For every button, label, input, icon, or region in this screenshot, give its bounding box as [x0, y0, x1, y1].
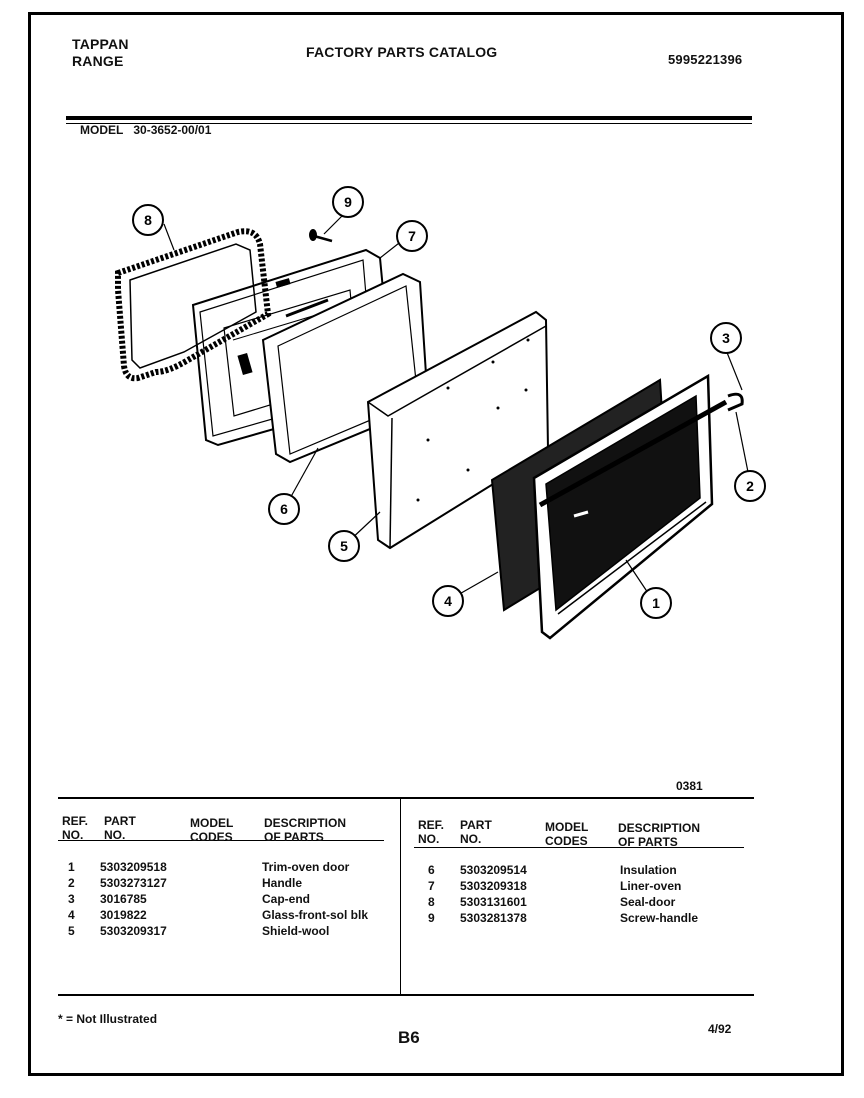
part-description: Trim-oven door: [262, 860, 350, 874]
part-no: 5303209318: [460, 879, 527, 893]
header-rule: [66, 116, 752, 120]
part-seal-door: [115, 228, 272, 382]
part-no: 5303209514: [460, 863, 527, 877]
part-no: 5303281378: [460, 911, 527, 925]
svg-text:1: 1: [652, 595, 660, 611]
callout-9: 9: [332, 186, 364, 218]
callout-8: 8: [132, 204, 164, 236]
part-trim-oven-door: [532, 373, 714, 640]
table-bottom-rule: [58, 994, 754, 996]
svg-text:8: 8: [144, 212, 152, 228]
part-description: Cap-end: [262, 892, 310, 906]
callout-6: 6: [268, 493, 300, 525]
part-handle: [538, 392, 744, 508]
part-description: Handle: [262, 876, 303, 890]
ref-no: 9: [428, 911, 435, 925]
part-description: Insulation: [620, 863, 677, 877]
ref-no: 3: [68, 892, 75, 906]
brand-block: TAPPAN RANGE: [72, 36, 129, 70]
part-no: 5303209518: [100, 860, 167, 874]
callout-1: 1: [640, 587, 672, 619]
col-header-ref-left: REF.NO.: [62, 814, 89, 842]
part-description: Shield-wool: [262, 924, 330, 938]
svg-text:6: 6: [280, 501, 288, 517]
ref-no: 4: [68, 908, 75, 922]
page-number: B6: [398, 1028, 420, 1047]
ref-no: 1: [68, 860, 75, 874]
ref-no: 6: [428, 863, 435, 877]
callout-3: 3: [710, 322, 742, 354]
part-no: 5303131601: [460, 895, 527, 909]
model-line: MODEL 30-3652-00/01: [80, 123, 211, 137]
part-no: 3016785: [100, 892, 147, 906]
catalog-number: 5995221396: [668, 52, 743, 67]
callouts: 8 9 7 3 2 6 5 4: [132, 186, 766, 619]
not-illustrated-note: * = Not Illustrated: [58, 1012, 158, 1026]
svg-text:5: 5: [340, 538, 348, 554]
part-description: Liner-oven: [620, 879, 682, 893]
part-description: Seal-door: [620, 895, 676, 909]
svg-text:2: 2: [746, 478, 754, 494]
callout-5: 5: [328, 530, 360, 562]
part-description: Glass-front-sol blk: [262, 908, 369, 922]
part-no: 3019822: [100, 908, 147, 922]
brand-name: TAPPAN: [72, 36, 129, 52]
part-screw-handle: [309, 229, 333, 243]
callout-2: 2: [734, 470, 766, 502]
model-label: MODEL: [80, 123, 124, 137]
header-rule-thin: [66, 123, 752, 124]
part-description: Screw-handle: [620, 911, 699, 925]
ref-no: 7: [428, 879, 435, 893]
col-header-ref-right: REF.NO.: [418, 818, 445, 846]
ref-no: 5: [68, 924, 75, 938]
catalog-title: FACTORY PARTS CATALOG: [306, 44, 498, 60]
ref-no: 8: [428, 895, 435, 909]
table-top-rule: [58, 797, 754, 799]
callout-7: 7: [396, 220, 428, 252]
svg-text:3: 3: [722, 330, 730, 346]
product-type: RANGE: [72, 53, 124, 69]
callout-4: 4: [432, 585, 464, 617]
table-column-divider: [400, 797, 401, 996]
ref-no: 2: [68, 876, 75, 890]
svg-text:7: 7: [408, 228, 416, 244]
header-underline-left: [58, 840, 384, 841]
exploded-door-diagram: 8 9 7 3 2 6 5 4: [115, 186, 766, 640]
svg-text:4: 4: [444, 593, 452, 609]
illustration-code: 0381: [676, 779, 703, 793]
part-no: 5303209317: [100, 924, 167, 938]
revision-date: 4/92: [708, 1022, 732, 1036]
header-underline-right: [414, 847, 744, 848]
part-no: 5303273127: [100, 876, 167, 890]
model-number: 30-3652-00/01: [133, 123, 212, 137]
svg-text:9: 9: [344, 194, 352, 210]
page-frame: [28, 12, 844, 1076]
